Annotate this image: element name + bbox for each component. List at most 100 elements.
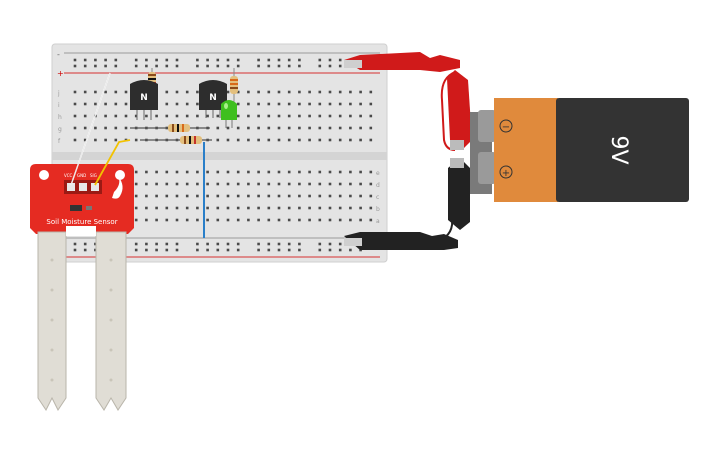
- rail-hole: [328, 248, 332, 252]
- terminal-hole: [134, 182, 138, 186]
- sensor-prong-gap: [66, 226, 96, 236]
- led-highlight: [224, 103, 228, 109]
- terminal-hole: [257, 102, 260, 106]
- terminal-hole: [338, 114, 342, 118]
- terminal-hole: [165, 218, 169, 222]
- terminal-hole: [206, 218, 209, 222]
- sensor-resistor-icon: [86, 206, 92, 210]
- rail-hole: [298, 64, 301, 68]
- terminal-hole: [257, 90, 260, 94]
- terminal-hole: [308, 218, 311, 222]
- terminal-hole: [247, 182, 250, 186]
- terminal-hole: [175, 102, 179, 106]
- sensor-label: Soil Moisture Sensor: [46, 218, 117, 226]
- rail-hole: [175, 248, 179, 252]
- rail-hole: [155, 58, 158, 62]
- terminal-hole: [175, 182, 179, 186]
- terminal-hole: [257, 170, 260, 174]
- terminal-hole: [73, 138, 77, 142]
- prong-dot: [50, 318, 54, 322]
- terminal-hole: [349, 126, 352, 130]
- black-alligator-clip-bottom: [344, 232, 458, 250]
- rail-hole: [104, 58, 107, 62]
- terminal-hole: [145, 218, 148, 222]
- transistor-1-body: [130, 80, 158, 110]
- terminal-hole: [104, 102, 107, 106]
- resistor-1-band-2: [148, 78, 156, 80]
- rail-hole: [226, 248, 230, 252]
- terminal-hole: [145, 182, 148, 186]
- terminal-hole: [134, 170, 138, 174]
- terminal-hole: [114, 138, 118, 142]
- rail-hole: [318, 64, 322, 68]
- resistor-4-band-1: [184, 136, 186, 144]
- terminal-hole: [175, 194, 179, 198]
- terminal-hole: [114, 90, 118, 94]
- resistor-3-band-2: [177, 124, 179, 132]
- terminal-hole: [236, 90, 240, 94]
- rail-hole: [165, 58, 169, 62]
- terminal-hole: [308, 170, 311, 174]
- rail-hole: [349, 248, 352, 252]
- rail-hole: [257, 64, 260, 68]
- terminal-hole: [287, 102, 291, 106]
- sensor-mount-hole-left: [39, 170, 49, 180]
- top-minus-label: -: [57, 50, 60, 59]
- rail-hole: [134, 242, 138, 246]
- rail-hole: [145, 248, 148, 252]
- terminal-hole: [277, 170, 281, 174]
- transistor-2-label: N: [209, 93, 217, 103]
- prong-dot: [109, 348, 113, 352]
- rail-hole: [73, 248, 77, 252]
- terminal-hole: [267, 170, 271, 174]
- terminal-hole: [257, 126, 260, 130]
- terminal-hole: [308, 126, 311, 130]
- terminal-hole: [73, 102, 77, 106]
- rail-hole: [165, 248, 169, 252]
- rail-hole: [328, 64, 332, 68]
- sensor-pin-label-vcc: VCC: [64, 173, 73, 178]
- terminal-hole: [328, 170, 332, 174]
- rail-hole: [94, 64, 97, 68]
- terminal-hole: [287, 114, 291, 118]
- terminal-hole: [267, 126, 271, 130]
- rail-hole: [226, 58, 230, 62]
- terminal-hole: [328, 218, 332, 222]
- terminal-hole: [226, 138, 230, 142]
- terminal-hole: [277, 182, 281, 186]
- terminal-hole: [94, 90, 97, 94]
- terminal-hole: [338, 90, 342, 94]
- terminal-hole: [155, 182, 158, 186]
- terminal-hole: [145, 170, 148, 174]
- sparkfun-flame-icon: [112, 176, 123, 199]
- rail-hole: [206, 242, 209, 246]
- terminal-hole: [257, 138, 260, 142]
- terminal-hole: [206, 170, 209, 174]
- rail-hole: [236, 64, 240, 68]
- terminal-hole: [216, 126, 220, 130]
- terminal-hole: [165, 102, 169, 106]
- rail-hole: [196, 242, 199, 246]
- rail-hole: [318, 248, 322, 252]
- row-label-a: a: [376, 218, 380, 225]
- terminal-hole: [236, 194, 240, 198]
- terminal-hole: [369, 218, 373, 222]
- terminal-hole: [308, 194, 311, 198]
- terminal-hole: [155, 218, 158, 222]
- rail-hole: [206, 64, 209, 68]
- battery-body: [556, 98, 689, 202]
- resistor-1-band-1: [148, 74, 156, 76]
- terminal-hole: [73, 126, 77, 130]
- rail-hole: [196, 248, 199, 252]
- terminal-hole: [124, 126, 128, 130]
- terminal-hole: [338, 102, 342, 106]
- terminal-hole: [155, 194, 158, 198]
- terminal-hole: [94, 138, 97, 142]
- terminal-hole: [359, 194, 362, 198]
- terminal-hole: [206, 194, 209, 198]
- terminal-hole: [104, 90, 107, 94]
- terminal-hole: [216, 182, 220, 186]
- transistor-2: N: [199, 80, 227, 118]
- rail-hole: [318, 58, 322, 62]
